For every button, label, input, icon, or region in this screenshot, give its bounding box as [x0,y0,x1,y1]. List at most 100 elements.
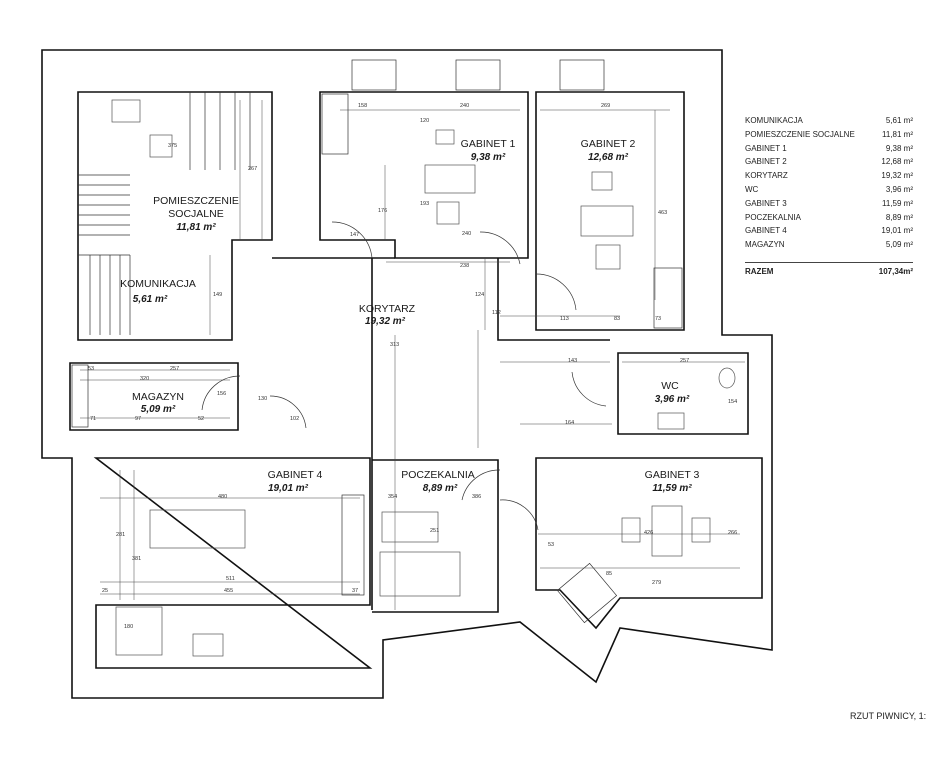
wardrobe [321,93,349,155]
door [479,231,521,265]
door [461,469,501,501]
wall-socjalne [77,91,273,341]
stairs-upper [189,92,251,170]
table [111,99,141,123]
dim-label: 381 [132,556,141,562]
wardrobe [341,494,365,596]
room-area-poczekalnia: 8,89 m² [423,483,458,494]
dim-label: 251 [430,528,439,534]
table [149,509,246,549]
room-name-gabinet-2: GABINET 2 [581,138,636,150]
dim-label: 71 [90,416,96,422]
legend-value: 9,38 m² [885,143,913,153]
stairs [78,174,131,335]
room-area-gabinet-1: 9,38 m² [471,152,506,163]
wall-gabinet-4 [93,457,373,669]
dim-label: 147 [350,232,359,238]
dim-label: 164 [565,420,574,426]
dim-label: 267 [248,166,257,172]
dim-label: 386 [472,494,481,500]
room-name-gabinet-3: GABINET 3 [645,469,700,481]
dim-label: 85 [606,571,612,577]
legend-label: POMIESZCZENIE SOCJALNE [745,129,855,139]
room-area-gabinet-3: 11,59 m² [652,483,692,494]
dim-label: 257 [680,358,689,364]
room-area-magazyn: 5,09 m² [141,404,176,415]
dim-label: 53 [88,366,94,372]
dim-label: 455 [224,588,233,594]
wall-korytarz [272,257,610,610]
chair [595,244,621,270]
dim-label: 240 [460,103,469,109]
room-name-socjalne-1: POMIESZCZENIE [153,195,239,207]
dim-label: 511 [226,576,235,582]
wall-gabinet-2 [535,91,685,331]
dim-label: 113 [560,316,569,322]
dim-label: 463 [658,210,667,216]
outer-wall [41,49,773,699]
plan-caption: RZUT PIWNICY, 1: [850,711,927,721]
dim-label: 124 [475,292,484,298]
shelf [71,364,89,428]
chair [436,201,460,225]
legend-value: 11,81 m² [882,129,913,139]
dim-label: 313 [390,342,399,348]
room-name-poczekalnia: POCZEKALNIA [401,469,475,481]
room-name-socjalne-2: SOCJALNE [168,208,223,220]
dim-label: 279 [652,580,661,586]
dim-label: 266 [728,530,737,536]
room-area-komunikacja: 5,61 m² [133,294,168,305]
dim-label: 102 [290,416,299,422]
dim-label: 193 [420,201,429,207]
toilet [718,367,736,389]
door [201,375,241,411]
wall-gabinet-3 [535,457,763,630]
wall-poczekalnia [372,459,499,613]
dim-label: 37 [352,588,358,594]
dim-label: 426 [644,530,653,536]
room-area-socjalne: 11,81 m² [176,222,216,233]
door [535,273,577,311]
legend-value: 19,32 m² [881,171,913,181]
legend-value: 12,68 m² [881,157,913,167]
dim-label: 269 [601,103,610,109]
dim-label: 238 [460,263,469,269]
chair [691,517,711,543]
wall-magazyn [69,362,239,431]
dim-label: 176 [378,208,387,214]
door [269,395,307,429]
door [331,221,373,259]
room-area-gabinet-2: 12,68 m² [588,152,629,163]
dim-label: 375 [168,143,177,149]
room-area-korytarz: 19,32 m² [365,316,406,327]
cabinet [556,562,618,624]
desk [651,505,683,557]
dim-label: 180 [124,624,133,630]
dim-label: 240 [462,231,471,237]
table [381,511,439,543]
legend-value: 11,59 m² [882,198,913,208]
dim-label: 120 [420,118,429,124]
legend-total-value: 107,34m² [878,266,913,276]
legend-value: 19,01 m² [881,226,913,236]
room-area-wc: 3,96 m² [655,394,690,405]
dim-label: 480 [218,494,227,500]
legend-value: 8,89 m² [885,212,913,222]
desk [580,205,634,237]
legend-value: 3,96 m² [885,184,913,194]
room-name-wc: WC [661,380,679,392]
window-niche [455,59,501,91]
sink [192,633,224,657]
wardrobe [653,267,683,329]
legend-label: GABINET 1 [745,143,787,153]
legend-label: GABINET 2 [745,157,787,167]
window-niche [351,59,397,91]
